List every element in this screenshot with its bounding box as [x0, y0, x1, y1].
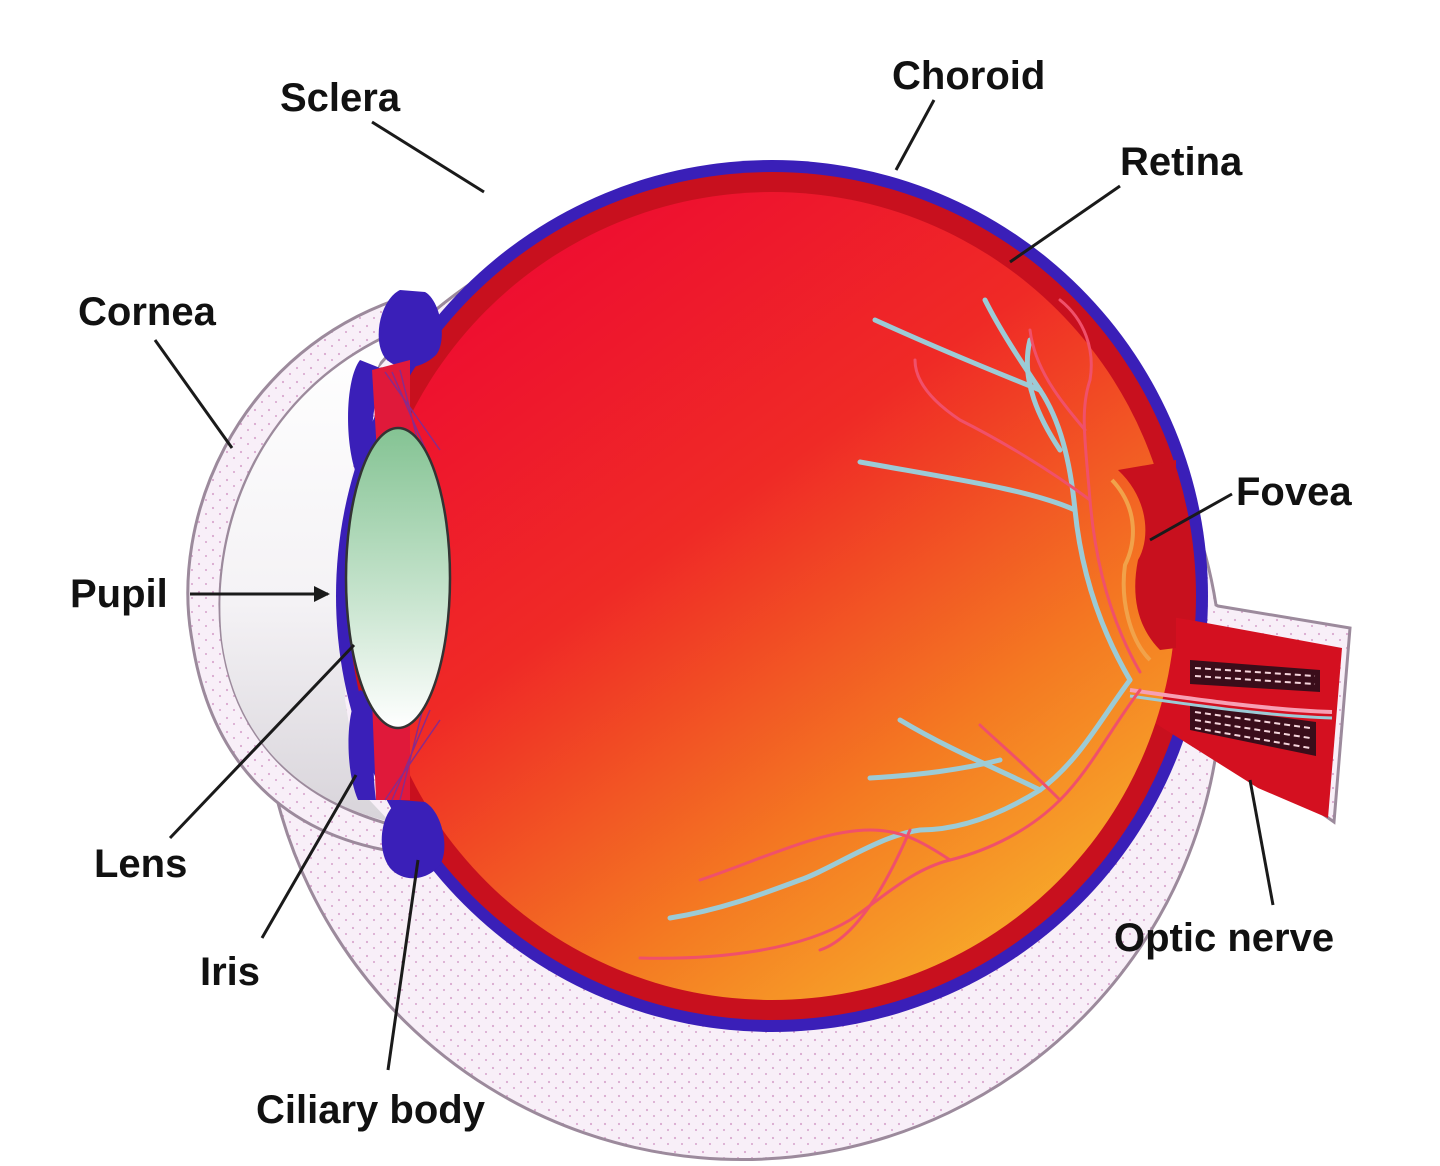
sclera-leader [371, 120, 485, 194]
fovea-pit [1118, 460, 1176, 650]
fovea-edge [1110, 478, 1152, 662]
ciliary-body-leader [386, 859, 420, 1071]
iris-leader [260, 774, 358, 939]
fovea-leader [1149, 492, 1233, 542]
optic-nerve-leader [1248, 779, 1275, 906]
lens [344, 426, 452, 730]
optic-nerve-fibers [1129, 660, 1333, 756]
leader-lines [153, 99, 1275, 1071]
iris-ciliary-structures [348, 290, 445, 879]
anterior-chamber [220, 335, 392, 822]
lens-leader [168, 643, 356, 840]
label-choroid: Choroid [892, 54, 1046, 98]
vitreous-body [368, 192, 1176, 1000]
label-lens: Lens [94, 842, 188, 886]
label-optic-nerve: Optic nerve [1114, 916, 1335, 960]
label-ciliary-body: Ciliary body [256, 1088, 485, 1132]
label-iris: Iris [200, 950, 261, 994]
pupil-arrowhead [314, 586, 330, 602]
label-fovea: Fovea [1236, 470, 1352, 514]
label-cornea: Cornea [78, 290, 216, 334]
choroid-leader [894, 99, 936, 171]
retina-leader [1009, 184, 1121, 264]
label-pupil: Pupil [70, 572, 168, 616]
label-sclera: Sclera [280, 76, 401, 120]
label-retina: Retina [1120, 140, 1243, 184]
retinal-vessels [638, 297, 1142, 960]
cornea-leader [153, 339, 234, 449]
